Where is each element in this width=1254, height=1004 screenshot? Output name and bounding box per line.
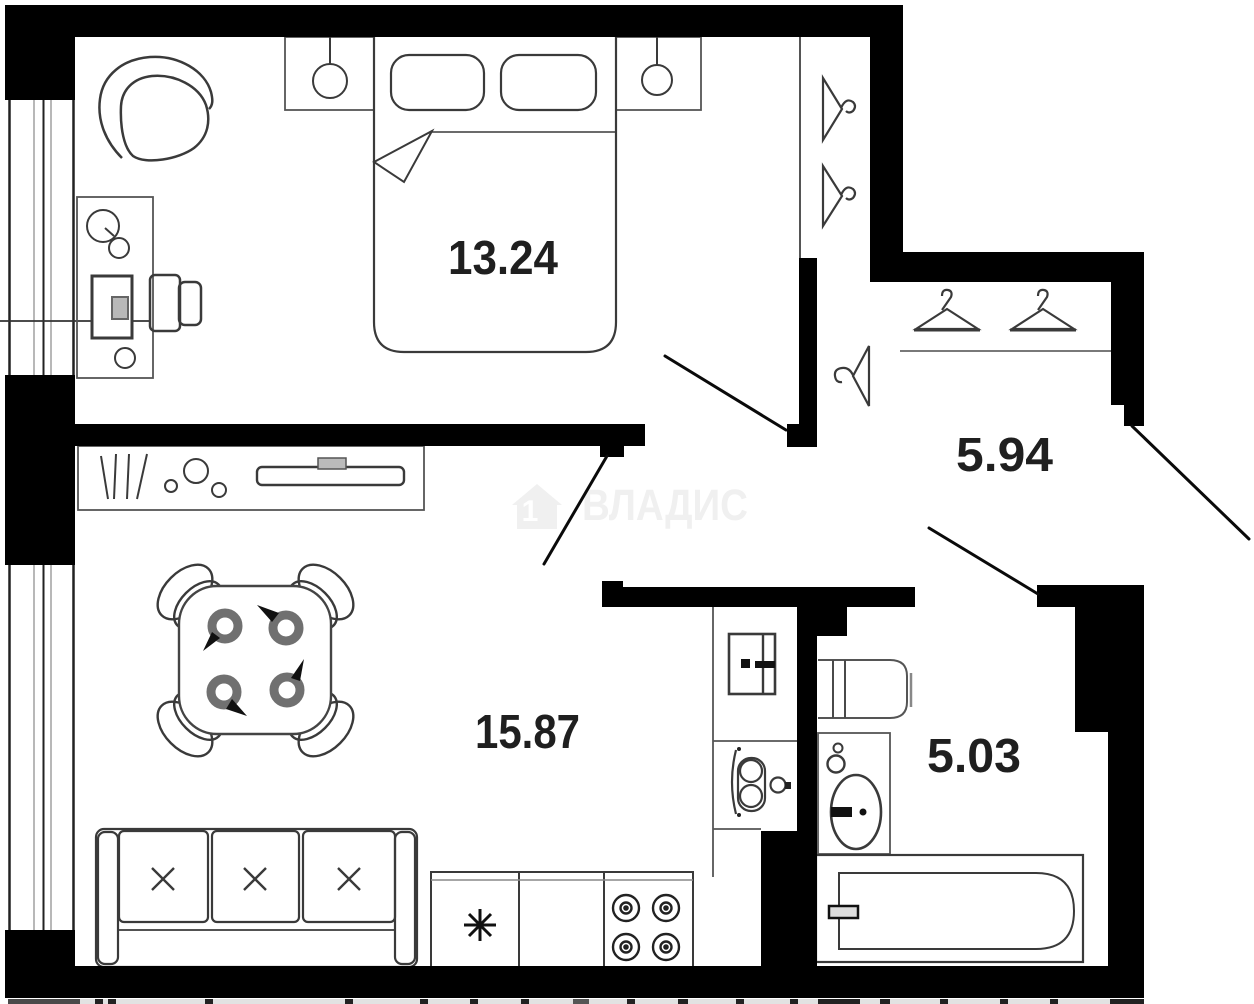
svg-text:1: 1 bbox=[522, 495, 539, 528]
svg-text:ВЛАДИС: ВЛАДИС bbox=[582, 481, 748, 530]
svg-text:13.24: 13.24 bbox=[448, 232, 558, 285]
svg-text:5.94: 5.94 bbox=[956, 429, 1053, 482]
svg-text:15.87: 15.87 bbox=[475, 706, 580, 759]
svg-text:5.03: 5.03 bbox=[927, 730, 1021, 783]
